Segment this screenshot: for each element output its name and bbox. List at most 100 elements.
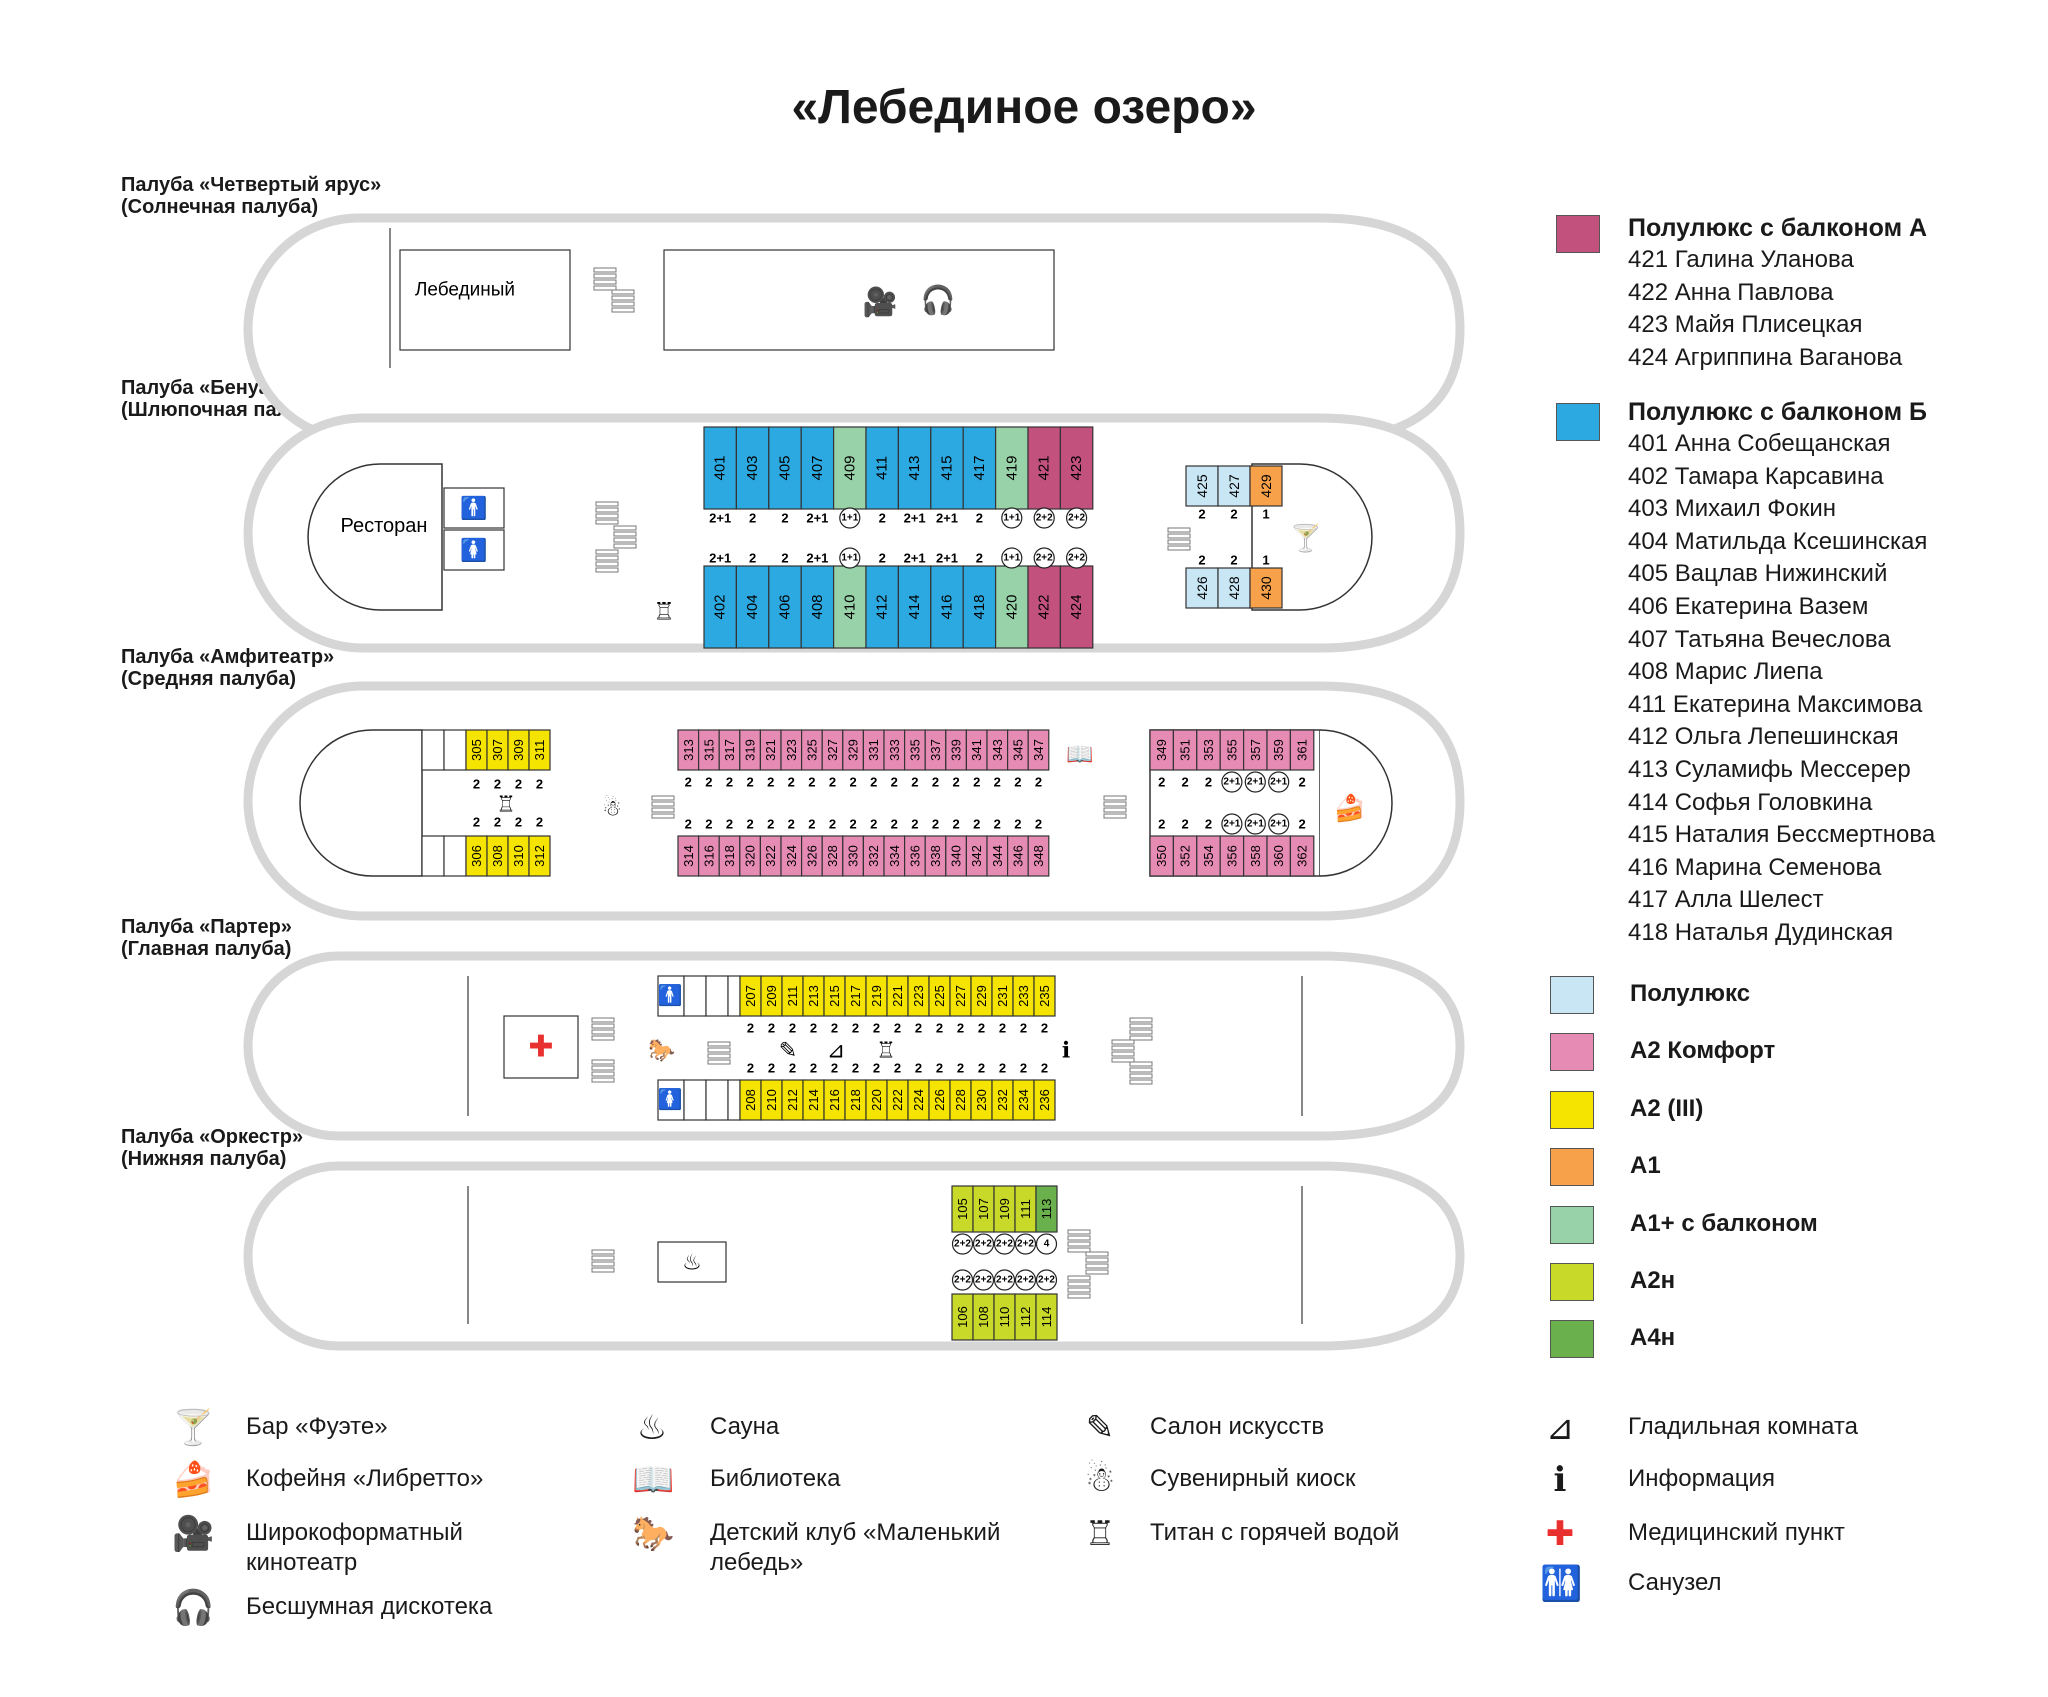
- stairs-deck5a-step-3: [593, 285, 617, 291]
- berth-count: 2: [879, 511, 886, 526]
- berth-count: 2+1: [1223, 819, 1240, 830]
- berth-count: 2: [788, 775, 795, 790]
- cabin-number: 362: [1295, 845, 1310, 867]
- cabin-number: 407: [809, 455, 826, 480]
- d2-room-e: [657, 1079, 685, 1121]
- category-label: А2 (III): [1630, 1094, 1704, 1122]
- deck-label-parterre: Палуба «Партер»(Главная палуба): [121, 916, 292, 960]
- paintbrush-icon: ✎: [779, 1038, 797, 1063]
- cabin-number: 315: [701, 739, 716, 761]
- hull-outline-3: [243, 951, 1465, 1141]
- cabin-number: 402: [712, 594, 729, 619]
- berth-count: 2+1: [1270, 777, 1287, 788]
- facility-label: Широкоформатный кинотеатр: [246, 1519, 463, 1576]
- cabin-number: 360: [1271, 845, 1286, 867]
- cabin-number: 220: [869, 1089, 884, 1111]
- cabin-408: [800, 565, 835, 649]
- berth-count: 2+2: [1017, 1239, 1034, 1250]
- facility-label: Сувенирный киоск: [1150, 1465, 1356, 1492]
- info-icon: ℹ: [1062, 1038, 1070, 1063]
- swan-park-label: Лебединый: [415, 280, 515, 301]
- legend-cabin-name: 407 Татьяна Вечеслова: [1628, 625, 1891, 653]
- berth-circle: [951, 1233, 974, 1255]
- berth-circle: [1033, 507, 1055, 529]
- berth-count: 2: [978, 1061, 985, 1076]
- stairs-deck2e-step-1: [1129, 1023, 1153, 1029]
- stairs-deck3a-step-2: [651, 807, 675, 813]
- cabin-348: [1027, 835, 1050, 877]
- berth-count: 2: [831, 1021, 838, 1036]
- cabin-number: 357: [1248, 739, 1263, 761]
- facility-label: Титан с горячей водой: [1150, 1519, 1400, 1546]
- cabin-114: [1035, 1293, 1058, 1341]
- cabin-number: 221: [890, 985, 905, 1007]
- category-swatch: [1550, 1148, 1594, 1187]
- berth-circle: [1035, 1233, 1058, 1255]
- stairs-deck2b-step-1: [591, 1065, 615, 1071]
- berth-count: 2+2: [1038, 1275, 1055, 1286]
- stairs-deck4c-step-3: [595, 567, 619, 573]
- cabin-number: 331: [866, 739, 881, 761]
- matryoshka-icon: ☃: [1084, 1461, 1116, 1499]
- cabin-number: 430: [1258, 576, 1274, 600]
- cabin-number: 351: [1178, 739, 1193, 761]
- cabin-311: [528, 729, 551, 771]
- cabin-number: 349: [1154, 739, 1169, 761]
- cabin-number: 422: [1036, 594, 1053, 619]
- stairs-deck3b-step-2: [1103, 807, 1127, 813]
- berth-circle: [1244, 813, 1266, 835]
- berth-count: 2: [891, 817, 898, 832]
- facility-label: Салон искусств: [1150, 1413, 1325, 1440]
- cabin-426: [1185, 567, 1219, 609]
- facility-label: Санузел: [1628, 1569, 1722, 1596]
- legend-cabin-name: 406 Екатерина Вазем: [1628, 592, 1869, 620]
- berth-count: 2: [932, 775, 939, 790]
- berth-count: 1+1: [1003, 513, 1020, 524]
- cabin-number: 217: [848, 985, 863, 1007]
- berth-count: 2: [957, 1021, 964, 1036]
- berth-count: 2: [911, 817, 918, 832]
- berth-count: 1+1: [841, 553, 858, 564]
- cabin-429: [1249, 465, 1283, 507]
- berth-count: 2: [849, 817, 856, 832]
- berth-count: 2: [810, 1061, 817, 1076]
- cabin-number: 214: [806, 1089, 821, 1111]
- legend-cabin-name: 422 Анна Павлова: [1628, 278, 1834, 306]
- berth-count: 2+2: [1036, 513, 1053, 524]
- stairs-deck4c-step-1: [595, 555, 619, 561]
- cabin-number: 401: [712, 455, 729, 480]
- berth-count: 2: [894, 1061, 901, 1076]
- stairs-deck4c-step-2: [595, 561, 619, 567]
- cabin-number: 332: [866, 845, 881, 867]
- cabin-number: 348: [1031, 845, 1046, 867]
- cabin-number: 338: [928, 845, 943, 867]
- cabin-236: [1033, 1079, 1056, 1121]
- berth-count: 2: [1020, 1021, 1027, 1036]
- cabin-number: 111: [1018, 1199, 1033, 1219]
- facility-label: Бар «Фуэте»: [246, 1413, 388, 1440]
- berth-count: 2+2: [975, 1275, 992, 1286]
- d2-room-f: [683, 1079, 707, 1121]
- berth-count: 2+2: [1036, 553, 1053, 564]
- facility-label: Гладильная комната: [1628, 1413, 1858, 1440]
- stairs-deck2d-step-0: [1111, 1039, 1135, 1045]
- cabin-number: 343: [990, 739, 1005, 761]
- berth-count: 2: [810, 1021, 817, 1036]
- berth-circle: [1035, 1269, 1058, 1291]
- berth-circle: [839, 547, 861, 569]
- cabin-number: 419: [1003, 455, 1020, 480]
- stairs-deck2a-step-1: [591, 1023, 615, 1029]
- stairs-deck4d-step-0: [1167, 527, 1191, 533]
- stairs-deck2d-step-2: [1111, 1051, 1135, 1057]
- berth-count: 1: [1262, 553, 1269, 568]
- berth-count: 2: [957, 1061, 964, 1076]
- berth-count: 2+1: [1247, 777, 1264, 788]
- cabin-403: [735, 426, 770, 510]
- stairs-deck1c-step-0: [1085, 1251, 1109, 1257]
- cabin-number: 236: [1037, 1089, 1052, 1111]
- stairs-deck5b-step-0: [611, 289, 635, 295]
- cabin-428: [1217, 567, 1251, 609]
- berth-count: 2: [749, 551, 756, 566]
- berth-circle: [1221, 771, 1243, 793]
